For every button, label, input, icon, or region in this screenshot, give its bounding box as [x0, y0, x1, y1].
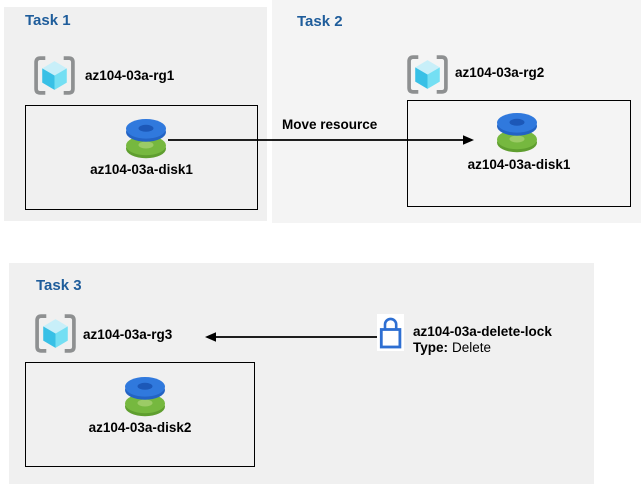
task2-resource-box — [407, 100, 631, 207]
lock-type-value: Delete — [452, 340, 492, 355]
lock-icon-background — [377, 314, 404, 351]
task3-panel — [9, 263, 594, 484]
disk-name: az104-03a-disk1 — [90, 162, 193, 177]
disk-icon — [122, 374, 168, 418]
resource-group-name: az104-03a-rg2 — [455, 65, 545, 80]
task3-resource-box — [25, 362, 255, 467]
disk-icon — [494, 110, 540, 154]
lock-type-label: Type: — [413, 340, 449, 355]
lock-name: az104-03a-delete-lock — [413, 324, 552, 339]
resource-group-icon — [33, 313, 78, 354]
padlock-icon — [379, 317, 402, 349]
task3-title: Task 3 — [36, 277, 82, 294]
resource-group-icon — [405, 54, 450, 95]
move-resource-label: Move resource — [282, 117, 378, 132]
task1-title: Task 1 — [25, 12, 71, 29]
resource-group-name: az104-03a-rg3 — [83, 327, 173, 342]
lock-info: az104-03a-delete-lock Type:Delete — [413, 324, 552, 356]
disk-icon — [123, 116, 169, 160]
lock-type: Type:Delete — [413, 340, 552, 356]
task2-panel — [272, 0, 641, 223]
disk-name: az104-03a-disk2 — [88, 420, 192, 435]
disk-name: az104-03a-disk1 — [467, 157, 571, 172]
task1-panel — [4, 7, 267, 221]
task2-title: Task 2 — [297, 13, 343, 30]
resource-group-icon — [32, 55, 77, 96]
resource-group-name: az104-03a-rg1 — [85, 68, 175, 83]
task1-resource-box — [25, 105, 258, 210]
